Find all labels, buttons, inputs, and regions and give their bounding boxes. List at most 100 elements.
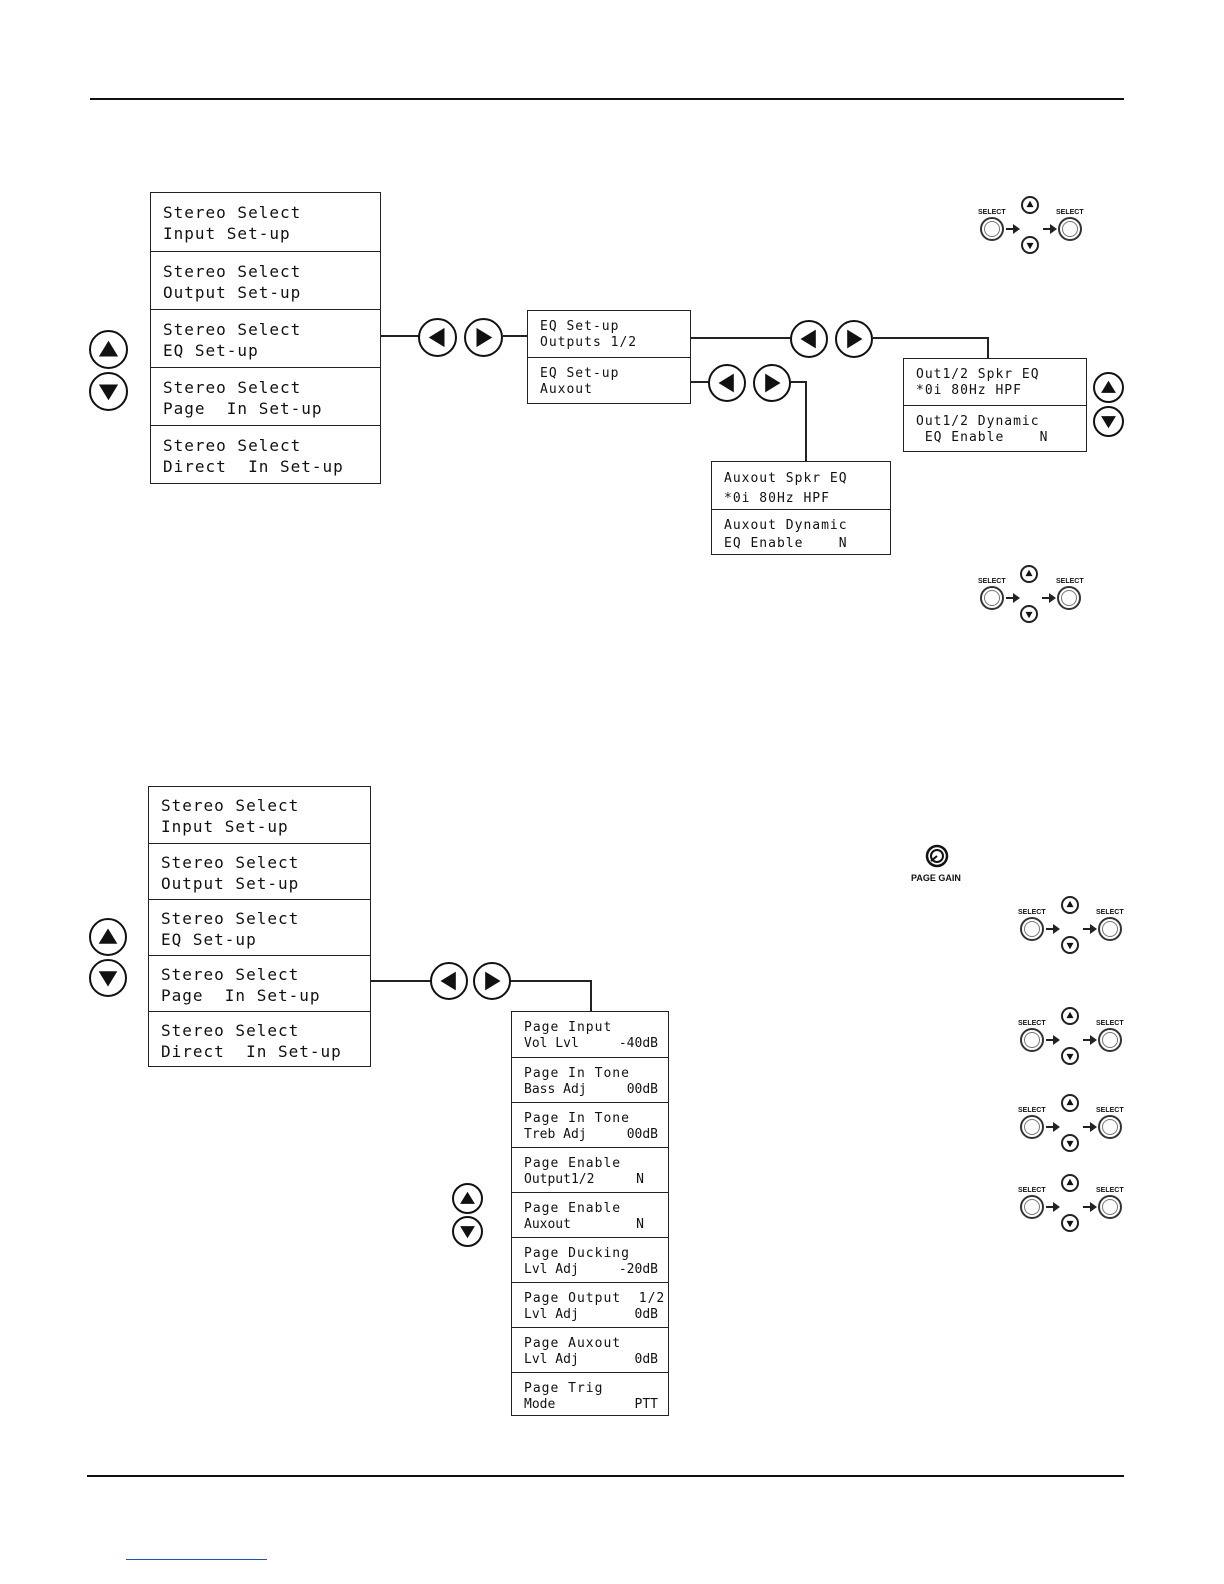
up-arrow-icon[interactable] — [1021, 196, 1039, 214]
right-arrow-icon[interactable] — [835, 320, 873, 358]
menu-item-line2: EQ Enable N — [916, 430, 1049, 445]
connector-line — [691, 381, 709, 383]
select-button-icon[interactable] — [1020, 1195, 1044, 1219]
connector-line — [590, 980, 592, 1012]
left-arrow-icon[interactable] — [790, 320, 828, 358]
up-arrow-icon[interactable] — [1061, 1094, 1079, 1112]
menu-item-line1: Page Output 1/2 — [524, 1291, 666, 1306]
down-arrow-icon[interactable] — [1061, 1047, 1079, 1065]
menu-item-eq-setup[interactable]: Stereo Select EQ Set-up — [149, 899, 370, 955]
select-label: SELECT — [1096, 1187, 1124, 1194]
left-arrow-icon[interactable] — [418, 318, 457, 357]
up-arrow-icon[interactable] — [452, 1183, 483, 1214]
menu-item-page-in-setup[interactable]: Stereo Select Page In Set-up — [149, 955, 370, 1011]
menu-item-input-setup[interactable]: Stereo Select Input Set-up — [151, 193, 380, 251]
menu-item-direct-in-setup[interactable]: Stereo Select Direct In Set-up — [149, 1011, 370, 1067]
down-arrow-icon[interactable] — [89, 959, 127, 997]
select-button-icon[interactable] — [1098, 917, 1122, 941]
select-sequence-icon: SELECT SELECT — [1016, 1173, 1126, 1235]
select-button-icon[interactable] — [980, 217, 1004, 241]
arrow-icon — [1006, 224, 1020, 234]
arrow-icon — [1083, 1202, 1097, 1212]
arrow-icon — [1083, 924, 1097, 934]
connector-line — [511, 980, 592, 982]
select-button-icon[interactable] — [1020, 917, 1044, 941]
menu-item-input-setup[interactable]: Stereo Select Input Set-up — [149, 787, 370, 843]
down-arrow-icon[interactable] — [1021, 236, 1039, 254]
select-label: SELECT — [1056, 578, 1084, 585]
down-arrow-icon[interactable] — [1093, 406, 1124, 437]
select-button-icon[interactable] — [1098, 1115, 1122, 1139]
down-arrow-icon[interactable] — [1061, 1214, 1079, 1232]
select-button-icon[interactable] — [1058, 217, 1082, 241]
right-arrow-icon[interactable] — [753, 364, 791, 402]
menu-item-out12-spkr-eq[interactable]: Out1/2 Spkr EQ *0i 80Hz HPF — [904, 359, 1086, 405]
menu-item-line1: Stereo Select — [163, 436, 302, 455]
menu-item-line2: Page In Set-up — [163, 399, 323, 418]
menu-item-line2: Input Set-up — [161, 817, 289, 836]
left-arrow-icon[interactable] — [708, 364, 746, 402]
select-button-icon[interactable] — [1020, 1028, 1044, 1052]
menu-item-line1: Out1/2 Dynamic — [916, 414, 1040, 429]
down-arrow-icon[interactable] — [1020, 605, 1038, 623]
down-arrow-icon[interactable] — [89, 372, 128, 411]
eq-setup-menu: EQ Set-up Outputs 1/2 EQ Set-up Auxout — [527, 310, 691, 404]
select-sequence-icon: SELECT SELECT — [1016, 1093, 1126, 1155]
menu-item-value: 0dB — [634, 1307, 658, 1322]
down-arrow-icon[interactable] — [1061, 1134, 1079, 1152]
select-button-icon[interactable] — [1098, 1195, 1122, 1219]
menu-item-value: PTT — [634, 1397, 658, 1412]
arrow-icon — [1042, 593, 1056, 603]
page-gain-knob-icon[interactable] — [925, 844, 949, 868]
menu-item-line2: EQ Enable N — [724, 536, 848, 551]
menu-item-output-setup[interactable]: Stereo Select Output Set-up — [151, 251, 380, 309]
up-arrow-icon[interactable] — [1061, 896, 1079, 914]
up-arrow-icon[interactable] — [89, 918, 127, 956]
up-arrow-icon[interactable] — [1061, 1007, 1079, 1025]
menu-item-eq-setup[interactable]: Stereo Select EQ Set-up — [151, 309, 380, 367]
menu-item-line2: Direct In Set-up — [161, 1042, 342, 1061]
menu-item-param: Lvl Adj — [524, 1262, 579, 1277]
menu-item-value: N — [636, 1172, 644, 1187]
select-button-icon[interactable] — [1098, 1028, 1122, 1052]
menu-item-auxout-spkr-eq[interactable]: Auxout Spkr EQ *0i 80Hz HPF — [712, 462, 890, 509]
menu-item-line1: Stereo Select — [161, 796, 300, 815]
right-arrow-icon[interactable] — [464, 318, 503, 357]
menu-item-page-ducking[interactable]: Page Ducking Lvl Adj-20dB — [512, 1237, 668, 1282]
left-arrow-icon[interactable] — [430, 962, 468, 1000]
up-arrow-icon[interactable] — [1093, 372, 1124, 403]
menu-item-param: Treb Adj — [524, 1127, 587, 1142]
menu-item-output-setup[interactable]: Stereo Select Output Set-up — [149, 843, 370, 899]
select-button-icon[interactable] — [1020, 1115, 1044, 1139]
up-arrow-icon[interactable] — [89, 330, 128, 369]
select-label: SELECT — [1018, 1187, 1046, 1194]
select-label: SELECT — [1018, 1107, 1046, 1114]
connector-line — [805, 381, 807, 462]
select-button-icon[interactable] — [1057, 586, 1081, 610]
menu-item-page-in-setup[interactable]: Stereo Select Page In Set-up — [151, 367, 380, 425]
down-arrow-icon[interactable] — [1061, 936, 1079, 954]
right-arrow-icon[interactable] — [473, 962, 511, 1000]
menu-item-out12-dynamic-eq[interactable]: Out1/2 Dynamic EQ Enable N — [904, 405, 1086, 451]
menu-item-eq-auxout[interactable]: EQ Set-up Auxout — [528, 357, 690, 403]
up-arrow-icon[interactable] — [1020, 565, 1038, 583]
auxout-eq-menu: Auxout Spkr EQ *0i 80Hz HPF Auxout Dynam… — [711, 461, 891, 555]
menu-item-direct-in-setup[interactable]: Stereo Select Direct In Set-up — [151, 425, 380, 483]
select-button-icon[interactable] — [980, 586, 1004, 610]
down-arrow-icon[interactable] — [452, 1216, 483, 1247]
select-label: SELECT — [1018, 1020, 1046, 1027]
menu-item-page-input[interactable]: Page Input Vol Lvl-40dB — [512, 1012, 668, 1057]
menu-item-param: Lvl Adj — [524, 1352, 579, 1367]
up-arrow-icon[interactable] — [1061, 1174, 1079, 1192]
menu-item-value: -20dB — [618, 1262, 658, 1277]
menu-item-eq-outputs[interactable]: EQ Set-up Outputs 1/2 — [528, 311, 690, 357]
menu-item-auxout-dynamic-eq[interactable]: Auxout Dynamic EQ Enable N — [712, 509, 890, 555]
menu-item-line2: *0i 80Hz HPF — [916, 383, 1022, 398]
